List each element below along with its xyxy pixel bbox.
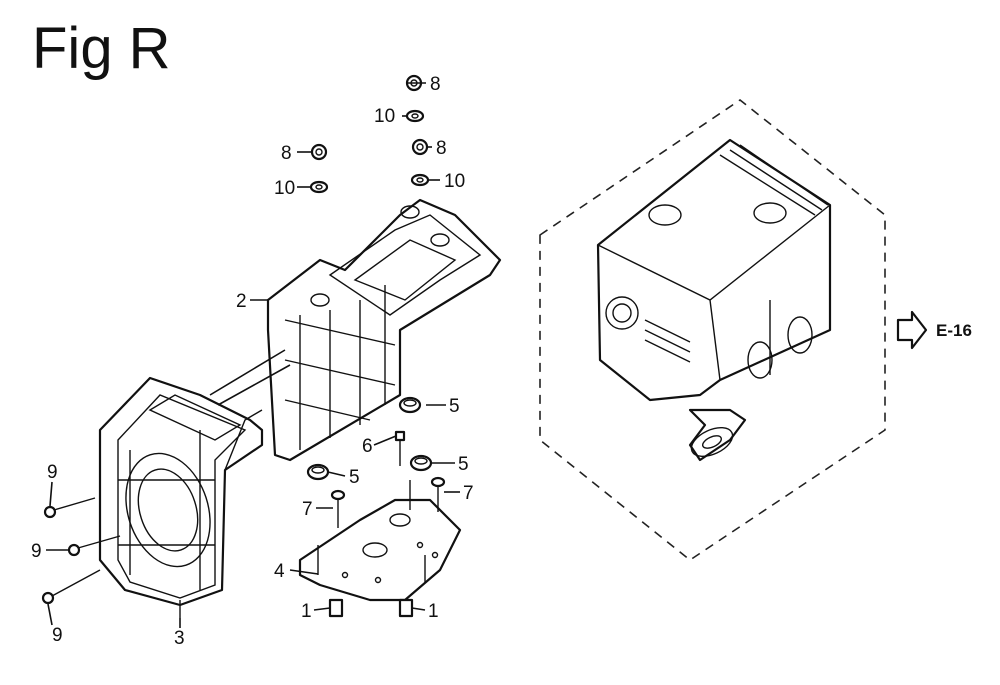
bolt-6	[394, 430, 406, 466]
bolt-7-right	[430, 476, 446, 512]
callout-4: 4	[274, 561, 285, 582]
part-4-plate	[298, 498, 462, 602]
callout-3: 3	[174, 628, 185, 649]
nut-8-left	[310, 143, 328, 161]
callout-2: 2	[236, 291, 247, 312]
callout-9: 9	[47, 462, 58, 483]
callouts: 8 10 8 10 8 10 2 5 5 5 6 7 7 4 1 1 9 9 9…	[31, 74, 474, 649]
callout-1: 1	[428, 601, 439, 622]
callout-5: 5	[458, 454, 469, 475]
reference-label: E-16	[936, 321, 972, 340]
bolt-9-bottom	[41, 569, 101, 605]
muffler-assembly-reference	[539, 99, 886, 561]
callout-5: 5	[449, 396, 460, 417]
reference-arrow	[896, 310, 928, 350]
figure-title: Fig R	[32, 16, 171, 81]
callout-8: 8	[436, 138, 447, 159]
washer-10-top	[405, 109, 425, 123]
grommet-5-left	[306, 463, 330, 481]
grommet-5-upper	[398, 396, 422, 414]
callout-8: 8	[430, 74, 441, 95]
callout-1: 1	[301, 601, 312, 622]
washer-10-left	[309, 180, 329, 194]
callout-10: 10	[374, 106, 395, 127]
cap-1-right	[398, 598, 414, 618]
callout-7: 7	[463, 483, 474, 504]
cap-1-left	[328, 598, 344, 618]
bolt-9-mid	[67, 535, 121, 557]
part-2-frame	[209, 198, 502, 471]
callout-8: 8	[281, 143, 292, 164]
callout-10: 10	[444, 171, 465, 192]
callout-10: 10	[274, 178, 295, 199]
bolt-7-left	[330, 489, 346, 528]
callout-6: 6	[362, 436, 373, 457]
leader-lines	[46, 82, 460, 628]
washer-10-right	[410, 173, 430, 187]
callout-7: 7	[302, 499, 313, 520]
callout-5: 5	[349, 467, 360, 488]
callout-9: 9	[31, 541, 42, 562]
bolt-9-top	[43, 497, 96, 519]
nut-8-right	[411, 138, 429, 156]
callout-9: 9	[52, 625, 63, 646]
part-3-bracket	[98, 376, 264, 618]
grommet-5-right	[409, 454, 433, 472]
